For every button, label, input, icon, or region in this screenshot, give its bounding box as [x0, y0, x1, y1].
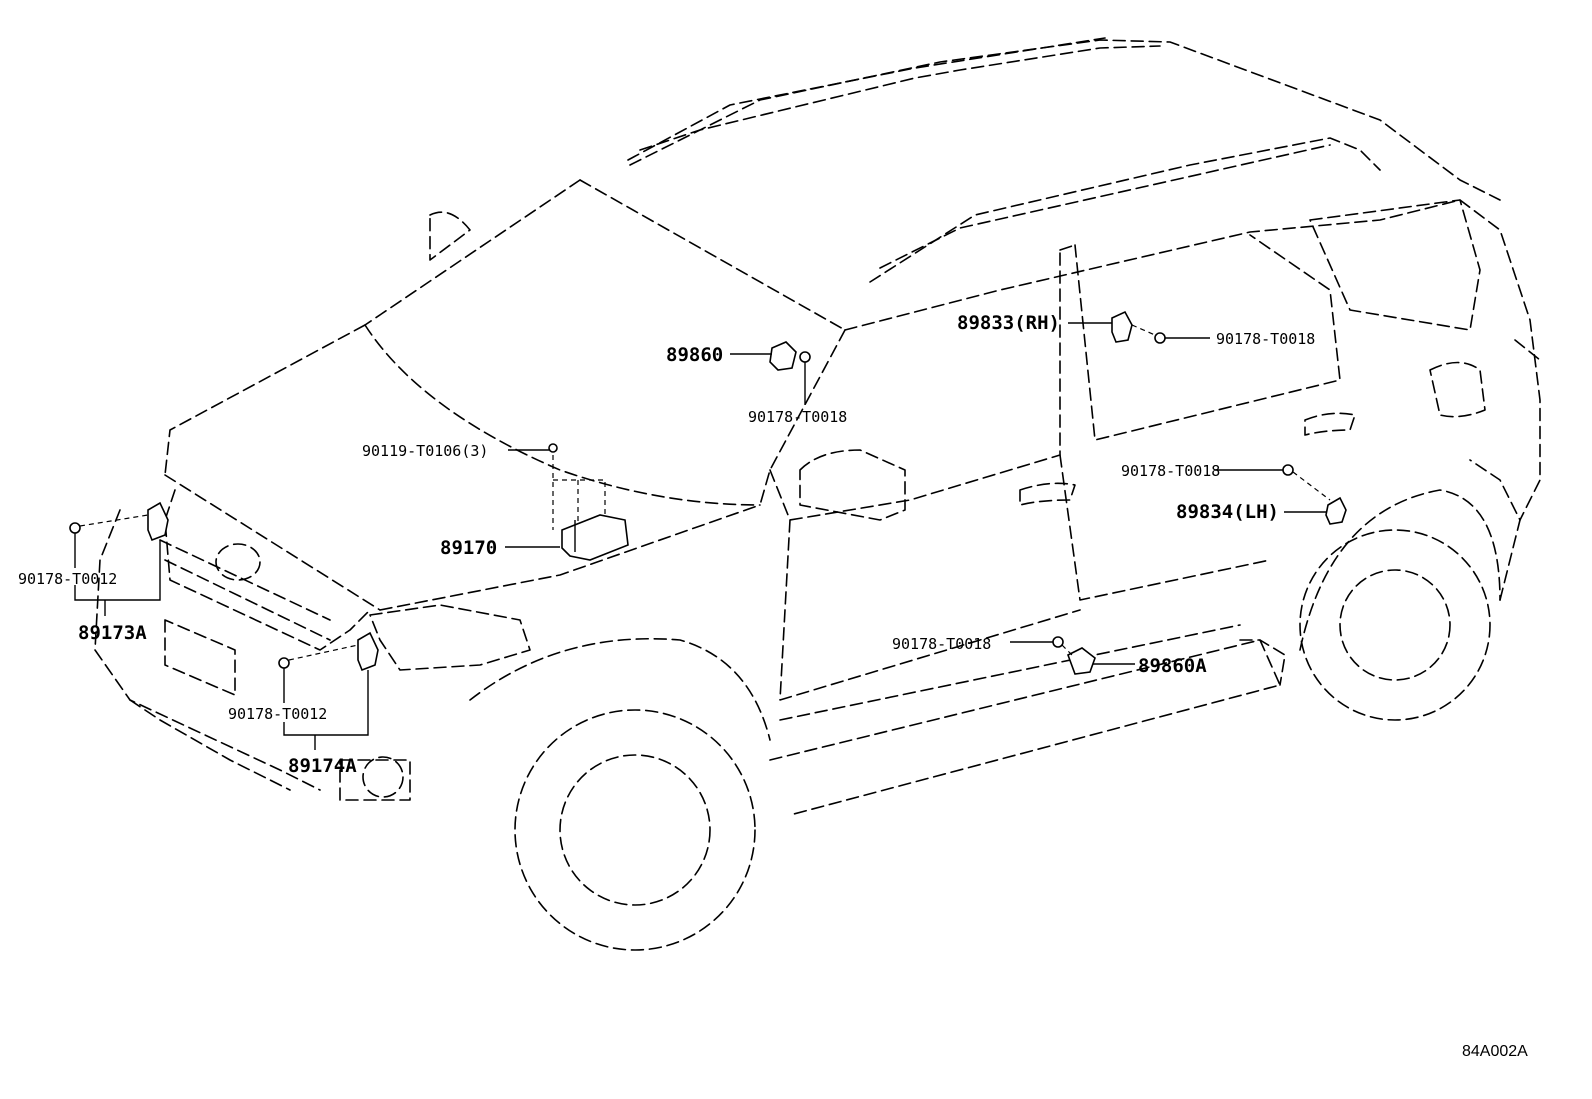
front-left-sensor [147, 501, 169, 542]
label-89860a: 89860A [1138, 655, 1207, 677]
nut-lower [1052, 636, 1064, 648]
sensor-parts [69, 310, 1347, 675]
lh-side-sensor [1325, 496, 1347, 525]
center-airbag-sensor-assembly [561, 514, 629, 561]
front-right-sensor [357, 631, 379, 672]
label-89860: 89860 [666, 344, 723, 366]
label-89174a: 89174A [288, 755, 357, 777]
leader-lines [74, 322, 1331, 750]
label-89170: 89170 [440, 537, 497, 559]
bolt-center [548, 443, 558, 453]
part-labels: 89860 90178-T0018 90119-T0106(3) 89170 9… [18, 312, 1528, 1060]
label-90178-t0012-center: 90178-T0012 [228, 705, 327, 723]
label-90178-t0018-lh: 90178-T0018 [1121, 462, 1220, 480]
lower-airbag-sensor [1067, 647, 1096, 675]
front-airbag-sensor-upper [769, 341, 797, 371]
label-90178-t0018-upper: 90178-T0018 [748, 408, 847, 426]
label-90178-t0018-lower: 90178-T0018 [892, 635, 991, 653]
vehicle-outline [94, 37, 1541, 951]
nut-center [278, 657, 290, 669]
label-89834-lh: 89834(LH) [1176, 501, 1279, 523]
rh-side-sensor [1111, 310, 1133, 343]
label-89173a: 89173A [78, 622, 147, 644]
bolt-lh [1282, 464, 1294, 476]
nut-left [69, 522, 81, 534]
label-90178-t0018-rh: 90178-T0018 [1216, 330, 1315, 348]
label-90178-t0012-left: 90178-T0012 [18, 570, 117, 588]
bolt-rh [1154, 332, 1166, 344]
label-90119-t0106: 90119-T0106(3) [362, 442, 488, 460]
diagram-reference-code: 84A002A [1462, 1043, 1528, 1060]
label-89833-rh: 89833(RH) [957, 312, 1060, 334]
nut-upper [799, 351, 811, 363]
